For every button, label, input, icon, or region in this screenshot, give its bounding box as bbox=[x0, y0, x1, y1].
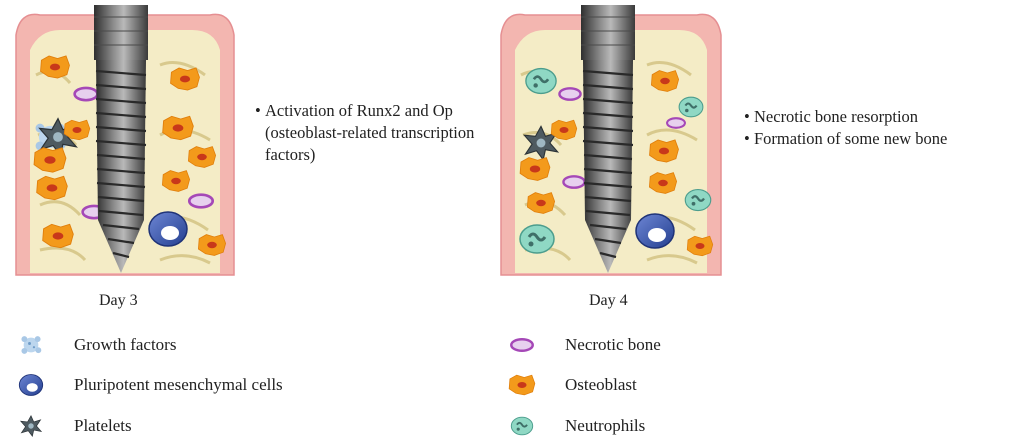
legend-label: Neutrophils bbox=[565, 416, 645, 436]
legend-item-neutrophils: Neutrophils bbox=[505, 411, 645, 441]
neutrophil-icon bbox=[685, 190, 711, 211]
legend-label: Necrotic bone bbox=[565, 335, 661, 355]
legend-item-platelets: Platelets bbox=[14, 411, 132, 441]
day4-label: Day 4 bbox=[589, 292, 628, 310]
bullet-item: Necrotic bone resorption bbox=[744, 106, 1006, 128]
osteoblast-icon bbox=[505, 372, 539, 398]
legend-label: Pluripotent mesenchymal cells bbox=[74, 375, 283, 395]
necrotic-bone-icon bbox=[667, 118, 685, 128]
growth-factors-icon bbox=[14, 332, 48, 358]
necrotic-bone-icon bbox=[505, 332, 539, 358]
day3-illustration bbox=[10, 5, 240, 277]
legend-item-growth-factors: Growth factors bbox=[14, 330, 176, 360]
neutrophil-icon bbox=[520, 225, 554, 253]
legend-label: Platelets bbox=[74, 416, 132, 436]
mesenchymal-cell-icon bbox=[636, 214, 674, 248]
panel-day3 bbox=[10, 5, 240, 277]
mesenchymal-cell-icon bbox=[14, 372, 48, 398]
legend-label: Growth factors bbox=[74, 335, 176, 355]
neutrophil-icon bbox=[526, 69, 556, 94]
mesenchymal-cell-icon bbox=[149, 212, 187, 246]
neutrophil-icon bbox=[679, 97, 703, 117]
legend-item-osteoblast: Osteoblast bbox=[505, 370, 637, 400]
day3-bullets: Activation of Runx2 and Op (osteoblast-r… bbox=[255, 100, 485, 166]
legend-item-mesenchymal: Pluripotent mesenchymal cells bbox=[14, 370, 283, 400]
day3-label: Day 3 bbox=[99, 292, 138, 310]
day4-illustration bbox=[495, 5, 727, 277]
necrotic-bone-icon bbox=[559, 88, 580, 99]
legend-item-necrotic-bone: Necrotic bone bbox=[505, 330, 661, 360]
panel-day4 bbox=[495, 5, 727, 277]
necrotic-bone-icon bbox=[189, 195, 212, 208]
bullet-item: Formation of some new bone bbox=[744, 128, 1006, 150]
platelet-icon bbox=[14, 413, 48, 439]
day4-bullets: Necrotic bone resorption Formation of so… bbox=[744, 106, 1006, 150]
neutrophil-icon bbox=[505, 413, 539, 439]
bullet-item: Activation of Runx2 and Op (osteoblast-r… bbox=[255, 100, 485, 166]
necrotic-bone-icon bbox=[563, 176, 584, 187]
legend-label: Osteoblast bbox=[565, 375, 637, 395]
necrotic-bone-icon bbox=[75, 88, 98, 100]
